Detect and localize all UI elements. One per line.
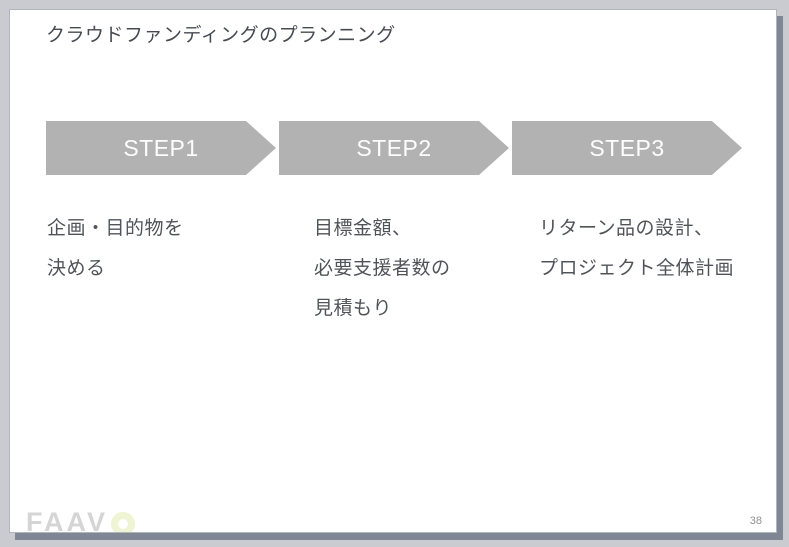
faavo-logo: FAAV [26, 507, 136, 533]
description-line: 目標金額、 [314, 218, 412, 239]
description-line: 決める [47, 258, 106, 279]
page-number: 38 [749, 515, 762, 527]
step2-chevron-arrow: STEP2 [279, 121, 509, 175]
step1-chevron-arrow: STEP1 [46, 121, 276, 175]
faavo-logo-letters: FAAV [26, 507, 109, 533]
faavo-logo-o-ring-icon [111, 511, 136, 532]
description-line: リターン品の設計、 [539, 218, 714, 239]
step3-description: リターン品の設計、 プロジェクト全体計画 [539, 209, 734, 289]
step1-label: STEP1 [123, 134, 199, 161]
slide-title: クラウドファンディングのプランニング [46, 25, 396, 46]
step-arrow-diagram: STEP1 STEP2 STEP3 [46, 121, 742, 175]
step3-chevron-arrow: STEP3 [512, 121, 742, 175]
slide: クラウドファンディングのプランニング STEP1 STEP2 STEP3 企画・… [9, 9, 777, 533]
step1-description: 企画・目的物を 決める [47, 209, 184, 289]
description-line: 企画・目的物を [47, 218, 184, 239]
step3-label: STEP3 [589, 134, 665, 161]
step2-label: STEP2 [356, 134, 432, 161]
description-line: 必要支援者数の [314, 258, 451, 279]
description-line: 見積もり [314, 298, 393, 319]
description-line: プロジェクト全体計画 [539, 258, 735, 279]
step2-description: 目標金額、 必要支援者数の 見積もり [314, 209, 451, 329]
